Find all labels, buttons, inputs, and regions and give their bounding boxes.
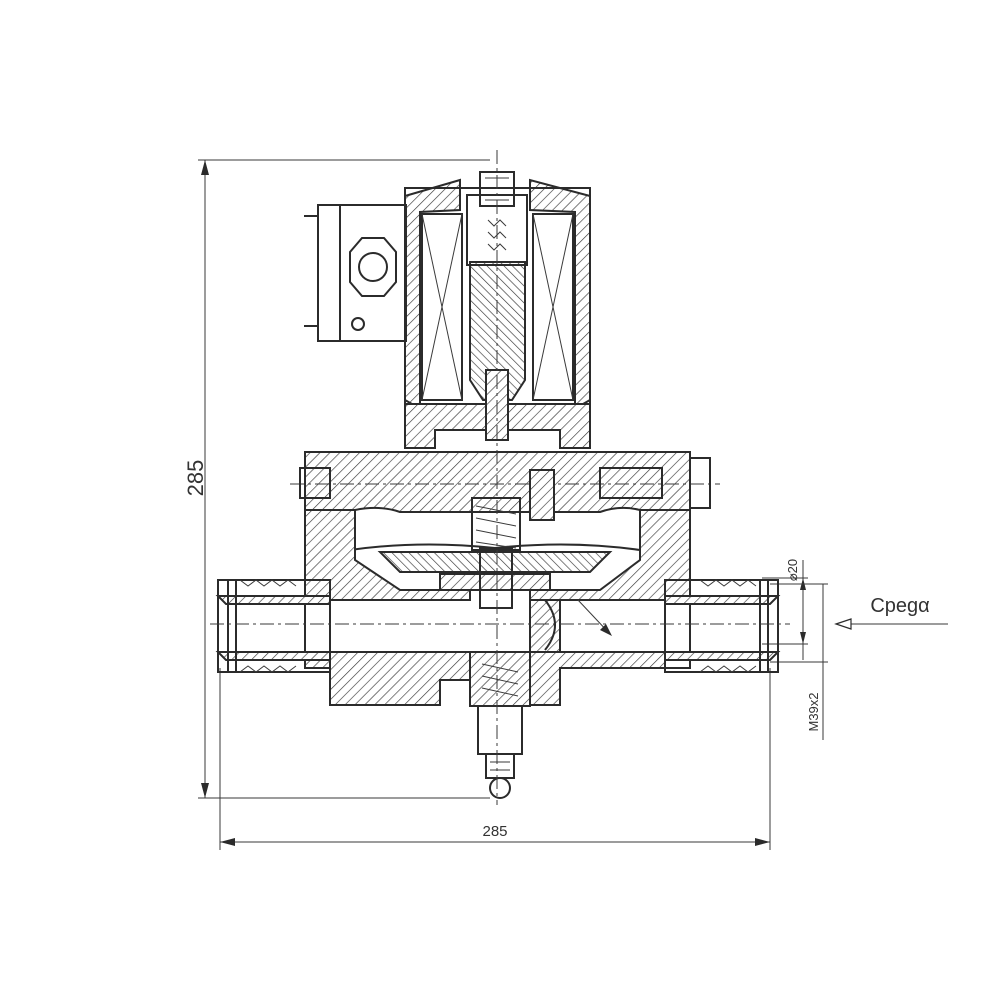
coil-winding-right [532,213,574,401]
flow-arrow [834,618,948,630]
thread-size-label: M39x2 [806,692,821,731]
outlet-port-right [664,579,781,673]
height-dimension-label: 285 [183,460,208,497]
bore-diameter-label: ⌀20 [785,559,800,581]
height-dimension [198,159,490,799]
manual-release-screw [469,651,531,799]
width-dimension [219,668,771,850]
coil-winding-left [421,213,463,401]
width-dimension-label: 285 [482,823,507,840]
thread-dimension [770,583,828,740]
diaphragm [349,543,641,591]
terminal-box [304,204,407,342]
flow-label: Cpegα [870,595,929,617]
internal-passage [544,599,612,651]
inlet-port-left [215,579,331,673]
pilot-spring [471,497,521,609]
